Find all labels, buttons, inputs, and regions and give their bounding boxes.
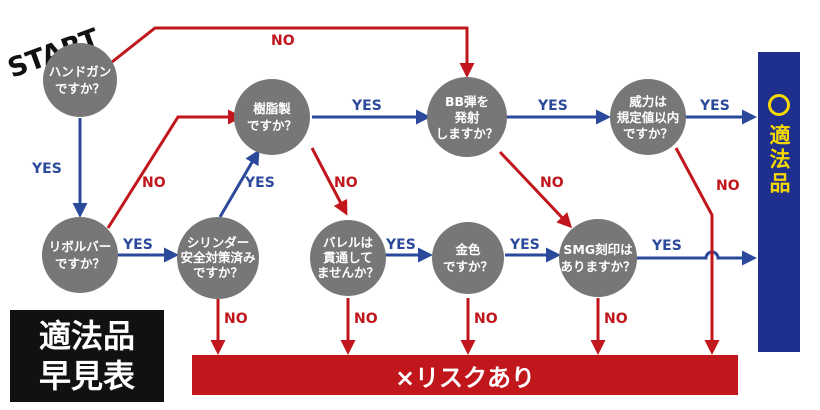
no-label-smg: NO — [604, 311, 628, 327]
node-cylinder-line-2: 安全対策済み — [180, 250, 256, 265]
no-label-cylinder: NO — [224, 311, 248, 327]
node-bb: BB弾を 発射 しますか？ — [427, 77, 507, 157]
node-resin-line-2: ですか？ — [247, 118, 297, 133]
result-legal-box: 適法品 — [758, 52, 800, 352]
no-label-barrel: NO — [354, 311, 378, 327]
node-resin-line-1: 樹脂製 — [253, 101, 291, 116]
node-barrel-line-2: 貫通して — [323, 250, 373, 265]
node-barrel-line-3: ませんか？ — [317, 265, 379, 280]
node-smg-line-2: ありますか？ — [560, 259, 635, 274]
no-label-resin: NO — [334, 175, 358, 191]
node-revolver: リボルバー ですか？ — [42, 217, 118, 293]
result-risk-text: ×リスクあり — [394, 363, 536, 392]
arrow-bb-smg — [498, 150, 573, 229]
no-label-handgun: NO — [271, 33, 295, 49]
node-gold: 金色 ですか？ — [432, 222, 504, 294]
no-label-revolver: NO — [142, 175, 166, 191]
node-resin: 樹脂製 ですか？ — [234, 79, 310, 155]
node-smg-line-1: SMG刻印は — [563, 242, 633, 257]
node-handgun-line-1: ハンドガン — [49, 64, 112, 79]
arrow-handgun-bb — [111, 26, 475, 78]
node-barrel: バレルは 貫通して ませんか？ — [310, 220, 386, 296]
no-label-power: NO — [716, 178, 740, 194]
arrow-power-risk — [674, 147, 720, 355]
node-revolver-line-1: リボルバー — [49, 239, 112, 254]
yes-label-smg: YES — [651, 238, 682, 254]
node-power: 威力は 規定値以内 ですか？ — [610, 79, 686, 155]
yes-label-resin: YES — [351, 98, 382, 114]
yes-label-cylinder: YES — [244, 175, 275, 191]
node-smg: SMG刻印は ありますか？ — [559, 219, 637, 297]
yes-label-barrel: YES — [385, 237, 416, 253]
title-box: 適法品 早見表 — [10, 310, 164, 402]
title-line-1: 適法品 — [38, 317, 135, 355]
result-risk-bar: ×リスクあり — [192, 355, 738, 395]
no-label-bb: NO — [540, 175, 564, 191]
arrow-resin-barrel — [310, 147, 348, 216]
node-cylinder: シリンダー 安全対策済み ですか？ — [177, 217, 259, 299]
node-power-line-1: 威力は — [629, 94, 667, 109]
node-gold-line-2: ですか？ — [443, 259, 493, 274]
yes-label-power: YES — [699, 98, 730, 114]
node-bb-line-3: しますか？ — [436, 126, 499, 141]
yes-label-handgun: YES — [31, 161, 62, 177]
node-cylinder-line-3: ですか？ — [193, 265, 243, 280]
title-line-2: 早見表 — [38, 357, 135, 395]
yes-label-gold: YES — [509, 237, 540, 253]
node-handgun: ハンドガン ですか？ — [43, 43, 117, 117]
node-cylinder-line-1: シリンダー — [187, 235, 250, 250]
node-bb-line-1: BB弾を — [445, 94, 489, 109]
node-handgun-line-2: ですか？ — [55, 81, 105, 96]
node-revolver-line-2: ですか？ — [55, 256, 105, 271]
node-gold-line-1: 金色 — [454, 242, 481, 257]
node-barrel-line-1: バレルは — [323, 235, 374, 250]
arrow-revolver-resin — [106, 109, 243, 229]
no-label-gold: NO — [474, 311, 498, 327]
node-bb-line-2: 発射 — [453, 110, 480, 125]
result-legal-text: 適法品 — [767, 124, 791, 196]
node-power-line-3: ですか？ — [623, 126, 673, 141]
yes-label-bb: YES — [537, 98, 568, 114]
arrow-cylinder-resin — [218, 149, 260, 218]
node-power-line-2: 規定値以内 — [617, 110, 680, 125]
yes-label-revolver: YES — [122, 237, 153, 253]
circle-ok-icon — [768, 94, 790, 116]
